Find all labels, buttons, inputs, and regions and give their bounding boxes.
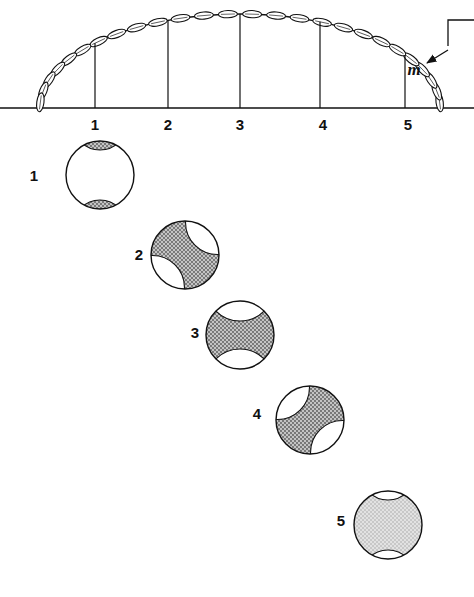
- particle: [88, 34, 108, 49]
- particle: [266, 11, 286, 20]
- particle: [106, 27, 126, 40]
- axis-bracket: [448, 20, 474, 46]
- axis-number: 5: [404, 117, 412, 132]
- cross-section: [232, 342, 388, 498]
- particle: [36, 92, 46, 112]
- baseline: [0, 107, 474, 109]
- particle: [171, 13, 191, 23]
- particle: [371, 34, 391, 49]
- cross-section: [66, 96, 134, 254]
- section-line: [167, 20, 168, 108]
- cross-section: [206, 253, 274, 417]
- section-line: [319, 22, 320, 108]
- particle: [312, 17, 332, 28]
- section-line: [404, 55, 405, 108]
- particle: [290, 13, 310, 23]
- particle-chain: [36, 10, 445, 112]
- section-line: [239, 14, 240, 108]
- axis-number: 2: [164, 117, 172, 132]
- structure-label: m: [407, 61, 420, 78]
- section-line: [94, 43, 95, 108]
- axis-number: 1: [91, 117, 99, 132]
- callout-number: 4: [253, 406, 261, 421]
- particle: [353, 27, 373, 40]
- particle: [218, 10, 237, 18]
- membrane-arc: [40, 14, 440, 108]
- axis-number: 4: [319, 117, 327, 132]
- particle: [333, 21, 353, 33]
- particle: [194, 11, 214, 20]
- cross-section: [354, 446, 422, 597]
- callout-number: 1: [30, 168, 38, 183]
- callout-number: 5: [337, 513, 345, 528]
- particle: [148, 17, 168, 28]
- callout-number: 3: [191, 325, 199, 340]
- callout-number: 2: [135, 247, 143, 262]
- pointer-arrow: [427, 50, 448, 63]
- axis-number: 3: [236, 117, 244, 132]
- particle: [126, 21, 146, 33]
- particle: [242, 10, 261, 18]
